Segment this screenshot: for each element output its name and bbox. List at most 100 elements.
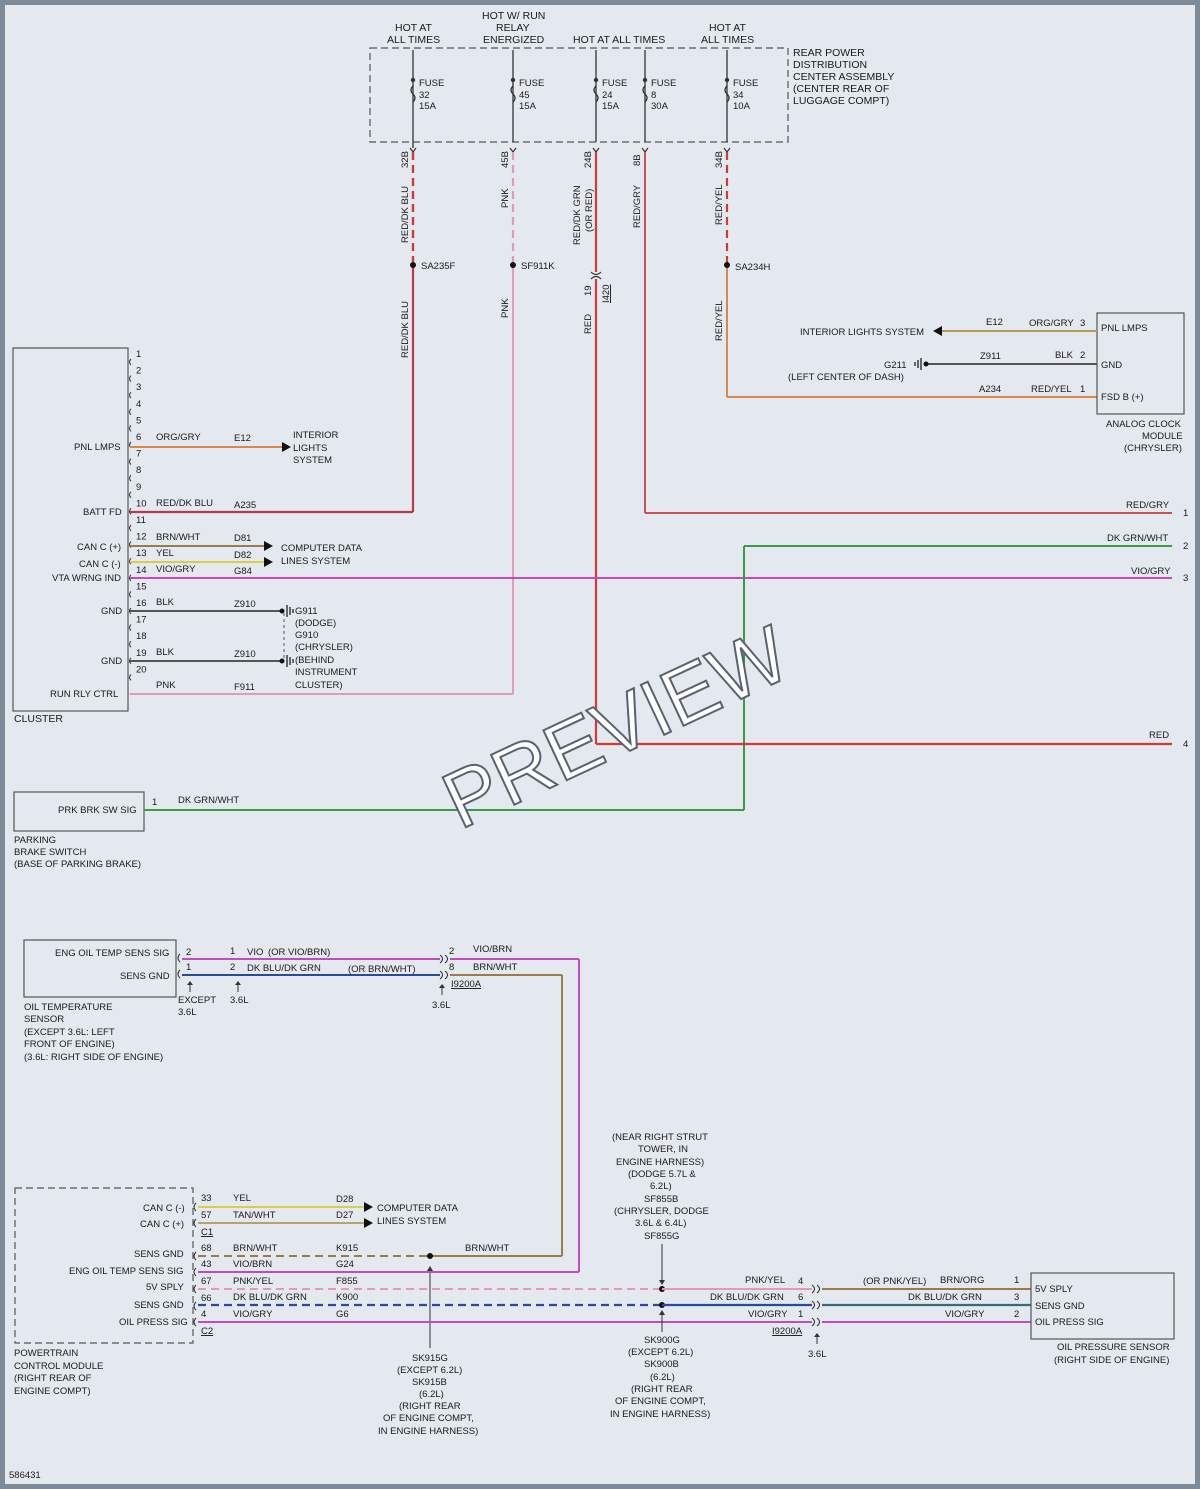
sf855-4: (DODGE 5.7L &: [628, 1169, 696, 1180]
pcm-pin-43: 43: [201, 1259, 212, 1270]
cluster-pin-number: 5: [136, 415, 141, 426]
pcm-circuit-k915: K915: [336, 1243, 358, 1254]
parking-brake-pin: 1: [152, 797, 157, 808]
cluster-pin-mark: [129, 624, 132, 631]
cluster-color-reddkblu: RED/DK BLU: [156, 498, 213, 509]
cluster-circuit-z910-1: Z910: [234, 599, 256, 610]
sk915-4: (6.2L): [419, 1389, 444, 1400]
ground-instrument: INSTRUMENT: [295, 667, 357, 678]
sf855-8: 3.6L & 6.4L): [635, 1218, 686, 1229]
op-connector-marks: [811, 1284, 821, 1327]
pcm-circuit-f855: F855: [336, 1276, 358, 1287]
pcm-color-dkbludkgrn: DK BLU/DK GRN: [233, 1292, 307, 1303]
oil-temp-conn-pin-a: 2: [449, 946, 454, 957]
oil-temp-except-1: EXCEPT: [178, 995, 216, 1006]
pcm-color-tanwht: TAN/WHT: [233, 1210, 276, 1221]
clock-pinnum-2: 2: [1080, 350, 1085, 361]
sk900-1: SK900G: [644, 1335, 680, 1346]
cluster-data-1: COMPUTER DATA: [281, 543, 363, 554]
cluster-circuit-d81: D81: [234, 533, 251, 544]
conn-i420: I420: [601, 285, 612, 304]
pcm-circuit-d28: D28: [336, 1194, 353, 1205]
oil-temp-conn-wire-b: BRN/WHT: [473, 962, 518, 973]
pcm-circuit-g24: G24: [336, 1259, 354, 1270]
analog-clock-module: PNL LMPS GND FSD B (+) ANALOG CLOCK MODU…: [788, 312, 1185, 454]
cluster-color-blk-1: BLK: [156, 597, 175, 608]
sk915-6: OF ENGINE COMPT,: [383, 1413, 474, 1424]
fuse-45-amp: 15A: [519, 101, 537, 112]
oil-temp-sensor: ENG OIL TEMP SENS SIG SENS GND OIL TEMPE…: [23, 939, 580, 1272]
fuse-32-word: FUSE: [419, 78, 444, 89]
fuse-45-pin: 45B: [500, 151, 511, 168]
cluster-pin-number: 8: [136, 465, 141, 476]
fuse-panel-box: [369, 47, 789, 143]
cluster-pin-number: 2: [136, 366, 141, 377]
cluster-sig-canp: CAN C (+): [77, 542, 121, 553]
op-color-dkbludkgrn: DK BLU/DK GRN: [908, 1292, 982, 1303]
pcm-color-pnkyel: PNK/YEL: [233, 1276, 273, 1287]
oil-temp-pin-b: 1: [186, 962, 191, 973]
clock-color-orggry: ORG/GRY: [1029, 318, 1074, 329]
pcm-color-viobrn: VIO/BRN: [233, 1259, 272, 1270]
pcm-pin-33: 33: [201, 1193, 212, 1204]
fuse-8: FUSE 8 30A: [642, 50, 676, 142]
sf855-5: 6.2L): [650, 1181, 672, 1192]
fuse-24-num: 24: [602, 90, 613, 101]
op-color-brnorg: BRN/ORG: [940, 1275, 984, 1286]
cluster-pin-mark: [129, 508, 132, 515]
clock-color-redyel: RED/YEL: [1031, 384, 1072, 395]
oil-temp-wire-b-alt: (OR BRN/WHT): [348, 964, 416, 975]
pcm-name-1: POWERTRAIN: [14, 1348, 78, 1359]
op-mid-color-1: PNK/YEL: [745, 1275, 785, 1286]
splice-sa234h: SA234H: [735, 262, 771, 273]
supply-hot1-line1: HOT AT: [395, 22, 433, 34]
op-mid-alt: (OR PNK/YEL): [863, 1276, 926, 1287]
cluster-color-brnwht: BRN/WHT: [156, 532, 201, 543]
fuse-32-amp: 15A: [419, 101, 437, 112]
cluster-pin-mark: [129, 375, 132, 382]
cluster-color-blk-2: BLK: [156, 647, 175, 658]
ground-g910: G910: [295, 630, 318, 641]
sf855-6: SF855B: [644, 1194, 678, 1205]
cluster-pin-mark: [129, 591, 132, 598]
clock-ground-loc: (LEFT CENTER OF DASH): [788, 372, 904, 383]
exit-num-3: 3: [1183, 573, 1188, 584]
sk915-3: SK915B: [412, 1377, 447, 1388]
fuse-24-word: FUSE: [602, 78, 627, 89]
pcm-name-2: CONTROL MODULE: [14, 1361, 103, 1372]
op-conn-note: 3.6L: [808, 1349, 827, 1360]
cluster-pin-mark: [129, 425, 132, 432]
sk900-3: SK900B: [644, 1359, 679, 1370]
exit-color-dkgrnwht: DK GRN/WHT: [1107, 533, 1168, 544]
fuse-34-wire: RED/YEL: [714, 184, 725, 225]
oil-pressure-sensor: PNK/YEL DK BLU/DK GRN VIO/GRY 4 6 1 I920…: [659, 1272, 1175, 1366]
cluster-pin-mark: [129, 607, 132, 615]
cluster-circuit-e12: E12: [234, 433, 251, 444]
pcm-data-2: LINES SYSTEM: [377, 1216, 446, 1227]
fuse-45-wire: PNK: [500, 188, 511, 208]
pcm-brnwht-right: BRN/WHT: [465, 1243, 510, 1254]
parking-brake-switch: PRK BRK SW SIG 1 DK GRN/WHT PARKING BRAK…: [13, 791, 744, 870]
cluster-lights-1: INTERIOR: [293, 430, 339, 441]
op-name-2: (RIGHT SIDE OF ENGINE): [1054, 1355, 1169, 1366]
sf855-9: SF855G: [644, 1231, 679, 1242]
cluster-pin-mark: [129, 408, 132, 416]
parking-brake-name-2: BRAKE SWITCH: [14, 847, 86, 858]
cluster-sig-pnllmps: PNL LMPS: [74, 442, 121, 453]
fuse-8-word: FUSE: [651, 78, 676, 89]
lower-wire-reddkblu: RED/DK BLU: [400, 301, 411, 358]
pcm-pin-57: 57: [201, 1210, 212, 1221]
sf855-7: (CHRYSLER, DODGE: [614, 1206, 709, 1217]
cluster-data-2: LINES SYSTEM: [281, 556, 350, 567]
clock-pin-pnllmps: PNL LMPS: [1101, 323, 1148, 334]
pcm-sig-oilpress: OIL PRESS SIG: [119, 1317, 188, 1328]
pcm-sig-sensgnd: SENS GND: [134, 1249, 184, 1260]
fuse-45: FUSE 45 15A: [510, 50, 544, 142]
clock-pin-fsdb: FSD B (+): [1101, 392, 1144, 403]
splice-labels: SK915G (EXCEPT 6.2L) SK915B (6.2L) (RIGH…: [378, 1132, 710, 1437]
fuse-8-wire: RED/GRY: [632, 184, 643, 228]
pcm-pin-66: 66: [201, 1293, 212, 1304]
cluster-sig-canm: CAN C (-): [79, 559, 121, 570]
clock-circuit-a234: A234: [979, 384, 1001, 395]
